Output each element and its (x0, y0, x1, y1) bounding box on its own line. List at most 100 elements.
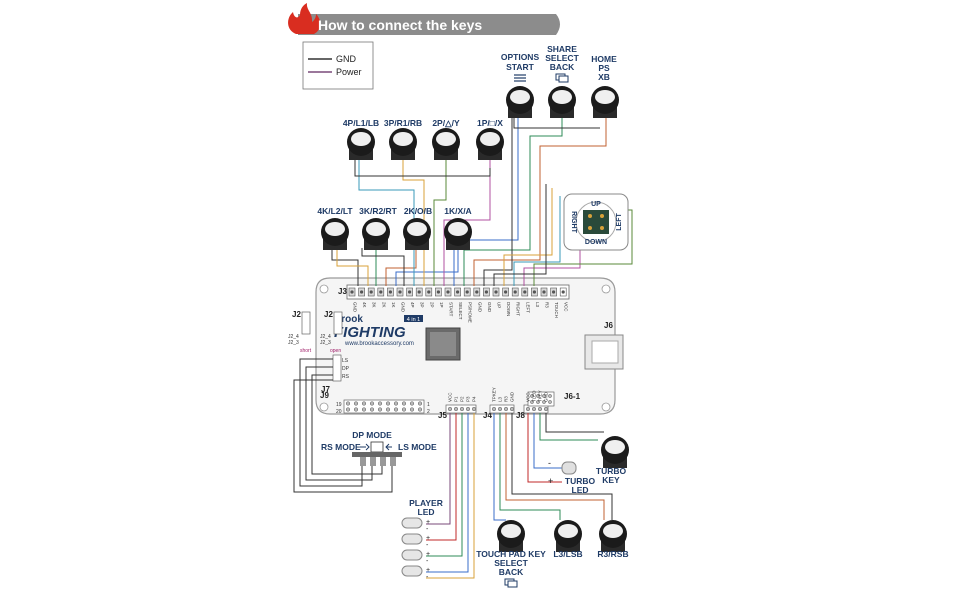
joystick-down: DOWN (585, 239, 607, 246)
wire-turbo-vcc (527, 413, 562, 483)
label-touchpad-1: TOUCH PAD KEY (476, 549, 546, 559)
j8-pin-label: VCC (526, 392, 531, 402)
wire-p4 (426, 413, 475, 579)
joystick-pcb (583, 210, 609, 234)
j3-pin-hole (388, 290, 392, 294)
button-4k-cap (325, 222, 345, 236)
wire-select (463, 118, 563, 286)
label-turbo-led-1: TURBO (565, 476, 596, 486)
j3-label: J3 (338, 287, 347, 296)
player-led-minus: - (426, 558, 429, 565)
label-4p: 4P/L1/LB (343, 118, 379, 128)
j9-pins (345, 401, 423, 412)
label-share-2: SELECT (545, 53, 579, 63)
j2a-pin3: J2_3 (288, 340, 299, 346)
button-home-cap (595, 90, 615, 104)
j3-pin-label: RIGHT (516, 302, 521, 316)
legend-gnd-label: GND (336, 54, 357, 64)
player-led-minus: - (426, 542, 429, 549)
header-banner: How to connect the keys (288, 3, 560, 35)
label-3k: 3K/R2/RT (359, 206, 398, 216)
j5-pin (465, 406, 471, 412)
j3-pin-label: 2K (381, 302, 386, 308)
j9-num-1: 1 (427, 402, 430, 408)
arrow-ls (385, 443, 392, 451)
button-turbo-cap (605, 440, 625, 454)
j61-header (527, 391, 555, 407)
j9-pin (417, 407, 423, 412)
button-3k-cap (366, 222, 386, 236)
button-turbo (601, 436, 629, 468)
j3-pin-label: SELECT (458, 302, 463, 320)
j3-pin-label: R3 (545, 302, 550, 308)
j5-pin-label: P1 (454, 396, 459, 402)
wire-j7-gnd (293, 379, 393, 493)
j7-rs: RS (342, 374, 350, 380)
player-led-list: +-+-+-+- (401, 517, 430, 581)
j9-pin (385, 407, 391, 412)
button-l3 (554, 520, 582, 552)
j4-pin-label: R3 (504, 396, 509, 402)
j4-pin (503, 406, 509, 412)
j8-pin (531, 406, 537, 412)
wire-start (453, 118, 519, 286)
player-leds: PLAYER LED +-+-+-+- (401, 498, 443, 581)
j4-pin (497, 406, 503, 412)
label-player-led-1: PLAYER (409, 498, 443, 508)
j8-pin (537, 406, 543, 412)
j3-pin-label: GND (401, 302, 406, 313)
j9-pin (409, 407, 415, 412)
j5-pin-label: P3 (466, 396, 471, 402)
j9-pin (345, 407, 351, 412)
j4-pin-label: L3 (498, 396, 503, 402)
j8-pin-label: TKEY (538, 390, 543, 402)
j3-pin-hole (369, 290, 373, 294)
label-1p: 1P/□/X (477, 118, 503, 128)
label-home-2: PS (598, 63, 610, 73)
player-led-body (401, 533, 423, 545)
label-options-1: OPTIONS (501, 52, 540, 62)
label-turbo-led-2: LED (572, 485, 589, 495)
player-led-plus: + (426, 535, 430, 542)
joystick-right: RIGHT (570, 211, 577, 234)
label-dp-mode: DP MODE (352, 430, 392, 440)
wire-j7-ls (299, 358, 363, 487)
j3-pin-hole (417, 290, 421, 294)
j3-pin-label: UP (497, 302, 502, 308)
j5-pin (471, 406, 477, 412)
j9-pin (353, 407, 359, 412)
j3-pin-hole (350, 290, 354, 294)
j3-pin-label: 3P (420, 302, 425, 308)
j5-pin-label: P4 (472, 396, 477, 402)
mount-hole-br (601, 402, 611, 412)
wire-p1 (426, 413, 457, 541)
wire-turbo-gnd (545, 413, 604, 433)
wire-j7-dp (305, 366, 373, 481)
j9-pin (377, 401, 383, 406)
j3-pin-label: DOWN (506, 302, 511, 316)
j9-pin (369, 401, 375, 406)
j2a-pin4: J2_4 (288, 334, 299, 340)
switch-knob (370, 441, 384, 453)
j3-pin-label: 4K (362, 302, 367, 308)
turbo-led (561, 461, 577, 475)
j8-label: J8 (516, 411, 525, 420)
button-4p-cap (351, 132, 371, 146)
pcb-board: J6 Brook FIGHTING 4 in 1 www.brookaccess… (288, 277, 624, 420)
menu-icon (514, 74, 526, 82)
j61-label: J6-1 (564, 392, 581, 401)
j3-pin-hole (465, 290, 469, 294)
j9-pin (353, 401, 359, 406)
j3-pin-hole (494, 290, 498, 294)
badge-text: 4 in 1 (407, 317, 420, 323)
j3-pin-label: 1K (391, 302, 396, 308)
label-touchpad-2: SELECT (494, 558, 528, 568)
wire-tpkey (493, 413, 506, 521)
j2a-label: J2 (292, 310, 301, 319)
label-options-2: START (506, 62, 535, 72)
chip-core (430, 332, 456, 356)
label-home-3: XB (598, 72, 610, 82)
j3-pin-label: START (449, 302, 454, 317)
